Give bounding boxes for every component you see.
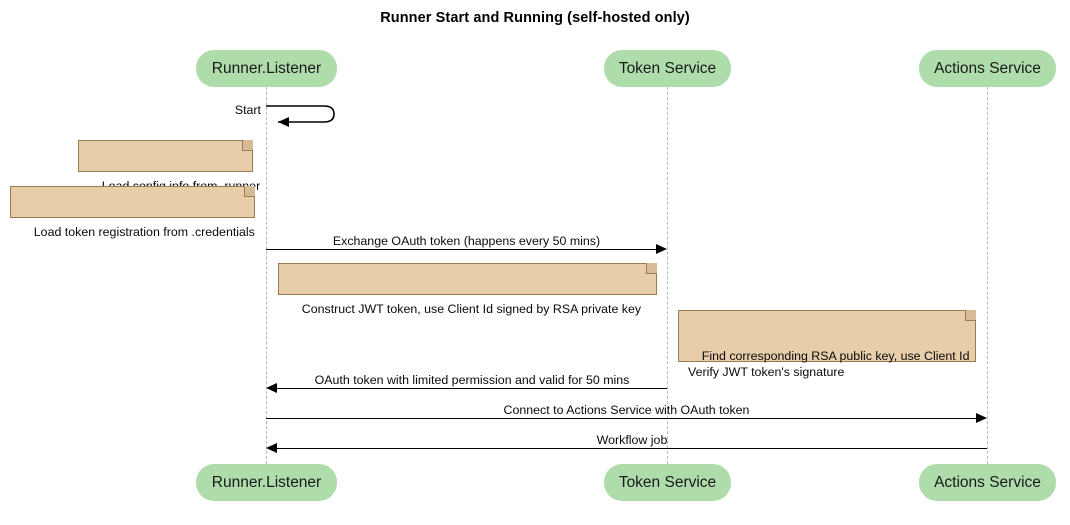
participant-runner-top[interactable]: Runner.Listener <box>196 50 337 87</box>
note-text: Construct JWT token, use Client Id signe… <box>301 302 642 316</box>
message-label-connect-actions: Connect to Actions Service with OAuth to… <box>503 403 750 417</box>
participant-actions-top[interactable]: Actions Service <box>919 50 1056 87</box>
note-load-config: Load config info from .runner <box>78 140 260 193</box>
message-arrowhead-exchange-oauth <box>656 244 667 254</box>
message-label-start: Start <box>234 103 261 117</box>
participant-label: Actions Service <box>934 59 1041 77</box>
lifeline-runner <box>266 87 267 464</box>
message-arrowhead-connect-actions <box>976 413 987 423</box>
participant-runner-bottom[interactable]: Runner.Listener <box>196 464 337 501</box>
participant-token-top[interactable]: Token Service <box>604 50 731 87</box>
note-construct-jwt: Construct JWT token, use Client Id signe… <box>278 263 657 316</box>
note-text: Find corresponding RSA public key, use C… <box>688 349 970 379</box>
note-verify-jwt: Find corresponding RSA public key, use C… <box>678 310 976 379</box>
message-arrowhead-workflow-job <box>266 443 277 453</box>
participant-actions-bottom[interactable]: Actions Service <box>919 464 1056 501</box>
participant-label: Runner.Listener <box>211 59 322 77</box>
diagram-title: Runner Start and Running (self-hosted on… <box>380 10 690 26</box>
participant-label: Actions Service <box>934 473 1041 491</box>
message-line-oauth-reply <box>277 388 667 389</box>
message-arrowhead-oauth-reply <box>266 383 277 393</box>
participant-label: Runner.Listener <box>211 473 322 491</box>
message-label-workflow-job: Workflow job <box>596 433 668 447</box>
participant-label: Token Service <box>618 473 717 491</box>
note-fold-icon <box>646 263 657 274</box>
lifeline-token <box>667 87 668 464</box>
participant-token-bottom[interactable]: Token Service <box>604 464 731 501</box>
note-text: Load token registration from .credential… <box>33 225 255 239</box>
message-line-exchange-oauth <box>266 249 656 250</box>
message-line-workflow-job <box>277 448 987 449</box>
lifeline-actions <box>987 87 988 464</box>
note-fold-icon <box>244 186 255 197</box>
participant-label: Token Service <box>618 59 717 77</box>
message-line-connect-actions <box>266 418 976 419</box>
note-load-token-registration: Load token registration from .credential… <box>10 186 255 239</box>
self-message-start <box>266 105 335 127</box>
message-label-exchange-oauth: Exchange OAuth token (happens every 50 m… <box>332 234 601 248</box>
note-fold-icon <box>242 140 253 151</box>
message-label-oauth-reply: OAuth token with limited permission and … <box>314 373 630 387</box>
note-fold-icon <box>965 310 976 321</box>
